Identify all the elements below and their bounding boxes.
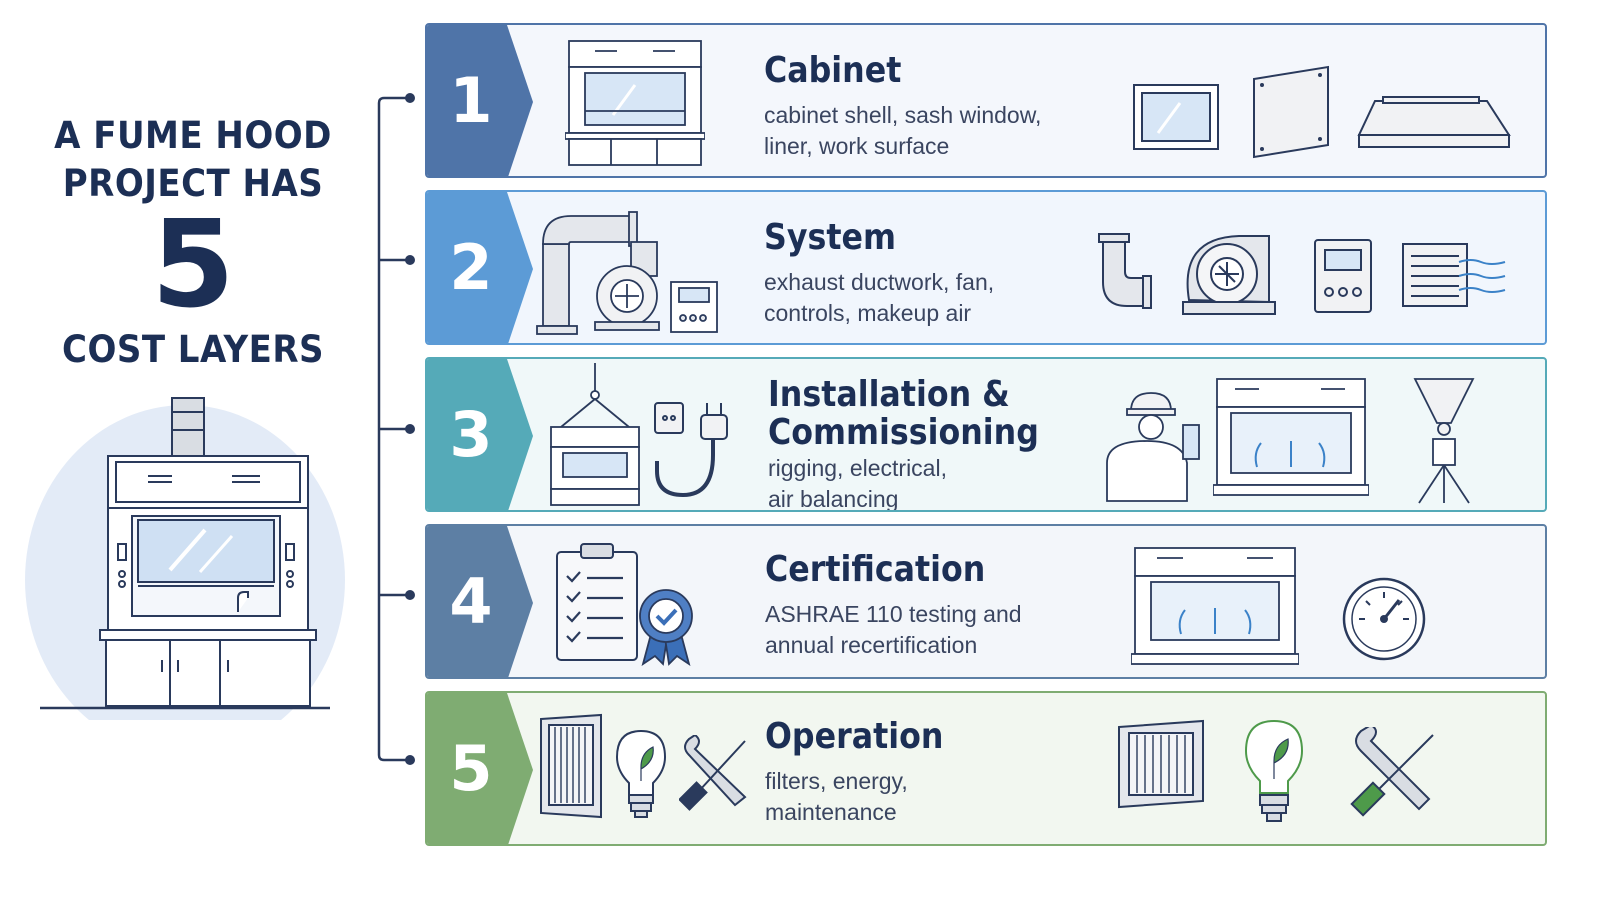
duct-elbow-icon bbox=[1098, 233, 1152, 309]
layer-title: Cabinet bbox=[764, 50, 902, 91]
headline-number: 5 bbox=[151, 196, 235, 335]
fume-hood-hero-icon bbox=[25, 397, 345, 720]
technician-icon bbox=[1106, 392, 1200, 502]
duct-and-fan-icon bbox=[536, 211, 718, 335]
layer-badge: 4 bbox=[427, 526, 539, 677]
fume-hood-cabinet-icon bbox=[565, 40, 705, 166]
certified-badge-icon bbox=[639, 589, 693, 666]
layer-title: Certification bbox=[765, 549, 986, 590]
headline-line-1: A FUME HOOD bbox=[54, 114, 332, 157]
airflow-hood-icon bbox=[1213, 378, 1369, 496]
layer-title: System bbox=[764, 217, 896, 258]
work-surface-icon bbox=[1357, 96, 1511, 148]
tools-icon bbox=[679, 735, 747, 811]
headline: A FUME HOOD PROJECT HAS 5 COST LAYERS bbox=[28, 112, 358, 374]
filter-large-icon bbox=[1118, 719, 1204, 809]
sash-window-icon bbox=[1133, 84, 1219, 150]
layer-title-line-2: Commissioning bbox=[768, 412, 1039, 453]
tested-hood-icon bbox=[1131, 547, 1299, 665]
layer-card-certification: 4 Certification ASHRAE 110 testing and a… bbox=[425, 524, 1547, 679]
layer-title-line-1: Installation & bbox=[768, 374, 1010, 415]
layer-number: 2 bbox=[449, 231, 493, 304]
controller-icon bbox=[1314, 239, 1372, 313]
layer-number: 3 bbox=[449, 398, 493, 471]
layer-description: rigging, electrical, air balancing bbox=[768, 455, 947, 512]
layer-badge: 3 bbox=[427, 359, 539, 510]
layer-description: cabinet shell, sash window, liner, work … bbox=[764, 102, 1042, 159]
layer-badge: 1 bbox=[427, 25, 539, 176]
blower-fan-icon bbox=[1182, 235, 1276, 315]
tools-large-icon bbox=[1350, 727, 1434, 817]
layer-number: 4 bbox=[449, 565, 493, 638]
layer-number: 1 bbox=[449, 64, 493, 137]
layer-description: exhaust ductwork, fan, controls, makeup … bbox=[764, 269, 995, 326]
headline-line-3: COST LAYERS bbox=[62, 328, 324, 371]
power-plug-icon bbox=[654, 402, 728, 498]
headline-line-2: PROJECT HAS bbox=[62, 162, 324, 205]
layer-title: Operation bbox=[765, 716, 944, 757]
filter-icon bbox=[540, 713, 602, 819]
layer-badge: 5 bbox=[427, 693, 539, 844]
layer-connector-bracket bbox=[377, 93, 415, 765]
layer-description: ASHRAE 110 testing and annual recertific… bbox=[765, 601, 1022, 658]
layer-description: filters, energy, maintenance bbox=[765, 768, 908, 825]
balometer-icon bbox=[1413, 378, 1475, 504]
layer-card-cabinet: 1 Cabinet cabinet shell, sash window, li… bbox=[425, 23, 1547, 178]
checklist-clipboard-icon bbox=[556, 543, 638, 661]
liner-panel-icon bbox=[1253, 65, 1329, 159]
energy-bulb-large-icon bbox=[1244, 719, 1304, 822]
layer-card-system: 2 System exhaust ductwork, fan, controls… bbox=[425, 190, 1547, 345]
layer-number: 5 bbox=[449, 732, 493, 805]
layer-card-installation: 3 Installation & Commissioning rigging, … bbox=[425, 357, 1547, 512]
makeup-air-grille-icon bbox=[1402, 243, 1506, 307]
energy-bulb-icon bbox=[615, 729, 667, 818]
pressure-gauge-icon bbox=[1342, 577, 1426, 661]
rigging-hook-icon bbox=[550, 363, 640, 506]
layer-card-operation: 5 Operation filters, energy, maintenance bbox=[425, 691, 1547, 846]
layer-badge: 2 bbox=[427, 192, 539, 343]
